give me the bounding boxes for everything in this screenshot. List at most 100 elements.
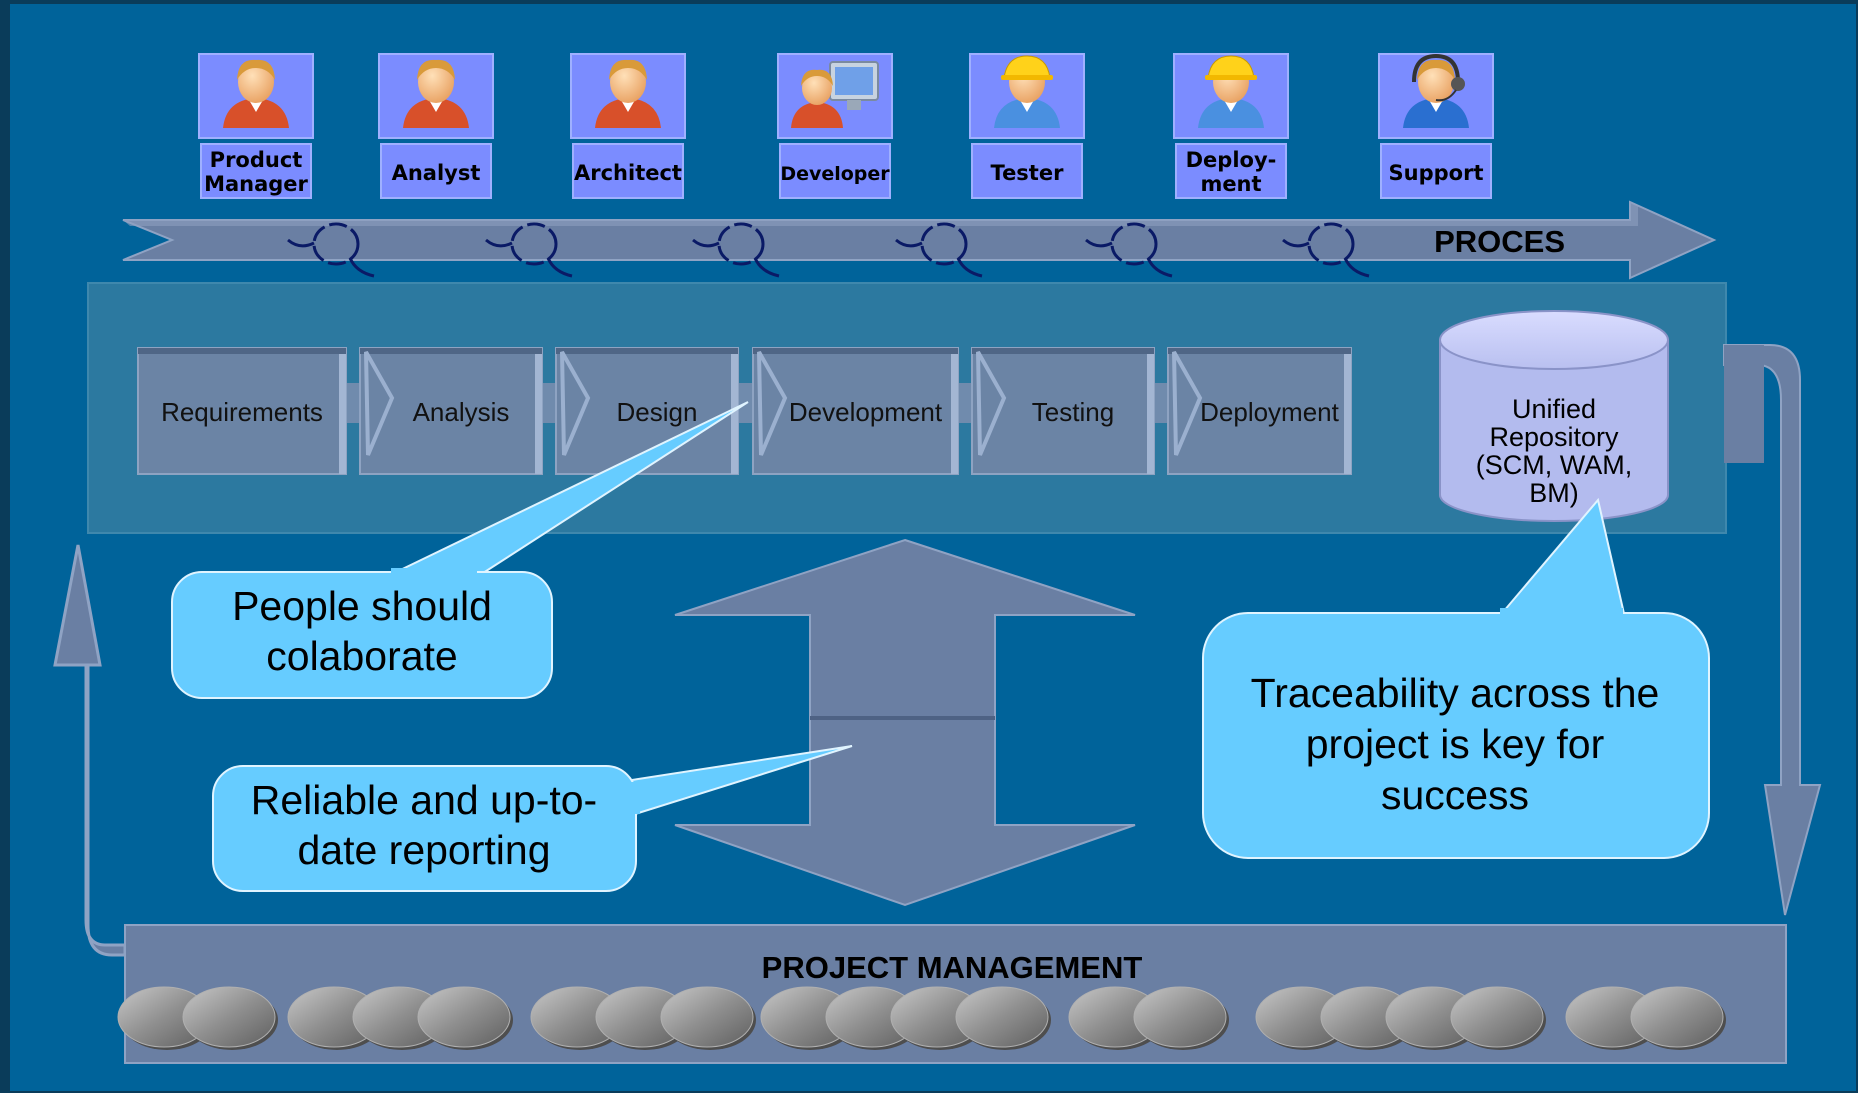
loop-tail-right	[956, 257, 983, 278]
role-label: Support	[1389, 161, 1484, 185]
text-line: Unified	[1512, 394, 1596, 424]
text-line: colaborate	[266, 633, 457, 679]
callout-reporting: Reliable and up-to-date reporting	[212, 745, 853, 892]
coin-group	[1068, 986, 1229, 1050]
loop-ring	[1307, 222, 1355, 266]
step-analysis: Analysis	[359, 347, 572, 475]
right-feedback-arrow	[1723, 344, 1822, 916]
role-3: Architect	[570, 53, 686, 199]
loop-tail-left	[692, 238, 720, 248]
project-management-label: PROJECT MANAGEMENT	[762, 950, 1143, 985]
text-line: success	[1381, 772, 1529, 818]
step-chevron	[560, 351, 591, 456]
collar-shape	[621, 100, 635, 112]
step-label: Deployment	[1200, 397, 1340, 427]
role-label: Deploy-ment	[1186, 148, 1277, 196]
loop-ring	[920, 222, 968, 266]
text-line: Deploy-	[1186, 148, 1277, 172]
loop-icon	[895, 222, 983, 278]
coin	[955, 986, 1049, 1048]
step-box	[1167, 347, 1352, 475]
step-top-edge	[972, 348, 1154, 354]
text-line: Manager	[204, 172, 308, 196]
step-label: Design	[617, 397, 698, 427]
step-box	[137, 347, 347, 475]
head-shape	[238, 61, 274, 103]
text-line: Traceability across the	[1251, 670, 1660, 716]
role-label: Developer	[780, 163, 890, 185]
headset-agent-icon	[1403, 53, 1469, 128]
coin-group	[760, 986, 1051, 1050]
coin-group	[530, 986, 756, 1050]
step-deployment: Deployment	[1167, 347, 1352, 475]
project-management-bar: PROJECT MANAGEMENT	[117, 924, 1787, 1064]
business-person-icon	[595, 59, 661, 128]
text-line: Analyst	[392, 161, 481, 185]
monitor-stand	[847, 100, 861, 110]
head-shape	[1418, 61, 1454, 103]
hard-hat-shape	[1003, 55, 1051, 79]
hard-hat-worker-icon	[1198, 55, 1264, 128]
callout-traceability-text: Traceability across the project is key fo…	[1251, 670, 1660, 818]
loop-tail-right	[1343, 257, 1370, 278]
text-line: BM)	[1529, 478, 1579, 508]
collar-shape	[249, 100, 263, 112]
step-top-edge	[360, 348, 542, 354]
body-shape	[595, 98, 661, 128]
step-edge	[1147, 348, 1154, 474]
body-shape	[791, 102, 843, 128]
business-person-icon	[403, 59, 469, 128]
diagram-background	[10, 4, 1856, 1091]
person-at-computer-icon	[791, 61, 879, 128]
text-line: project is key for	[1306, 721, 1605, 767]
loop-icon	[1282, 222, 1370, 278]
coin	[660, 986, 754, 1048]
role-label-box	[1175, 143, 1287, 199]
monitor-screen	[835, 67, 873, 95]
step-label: Analysis	[413, 397, 510, 427]
role-label: Analyst	[392, 161, 481, 185]
hair-shape	[1417, 59, 1455, 80]
coin-group	[287, 986, 513, 1050]
step-chevron	[757, 351, 788, 456]
loop-tail-right	[546, 257, 573, 278]
headset-band	[1412, 53, 1460, 83]
headset-earpiece	[1451, 77, 1465, 91]
text-line: Tester	[991, 161, 1065, 185]
text-line: ment	[1200, 172, 1261, 196]
role-label-box	[380, 143, 492, 199]
step-chevron	[364, 351, 395, 456]
loop-tail-left	[1085, 238, 1113, 248]
step-label: Development	[789, 397, 943, 427]
head-shape	[610, 61, 646, 103]
coin	[1450, 986, 1544, 1048]
body-shape	[1198, 98, 1264, 128]
step-development: Development	[752, 347, 988, 475]
step-chevron	[1172, 351, 1203, 456]
body-shape	[994, 98, 1060, 128]
role-label-box	[1380, 143, 1492, 199]
business-person-icon	[223, 59, 289, 128]
loop-ring	[717, 222, 765, 266]
loop-icon	[485, 222, 573, 278]
text-line: People should	[232, 583, 492, 629]
role-label-box	[779, 143, 891, 199]
callout-traceability: Traceability across the project is key fo…	[1202, 497, 1710, 859]
coin	[182, 986, 276, 1048]
loop-icon	[287, 222, 375, 278]
step-testing: Testing	[971, 347, 1184, 475]
step-edge	[535, 348, 542, 474]
loop-ring	[1110, 222, 1158, 266]
step-top-edge	[753, 348, 958, 354]
collar-shape	[1429, 100, 1443, 112]
role-7: Support	[1378, 53, 1494, 199]
hair-shape	[609, 59, 647, 80]
hard-hat-shape	[1207, 55, 1255, 79]
